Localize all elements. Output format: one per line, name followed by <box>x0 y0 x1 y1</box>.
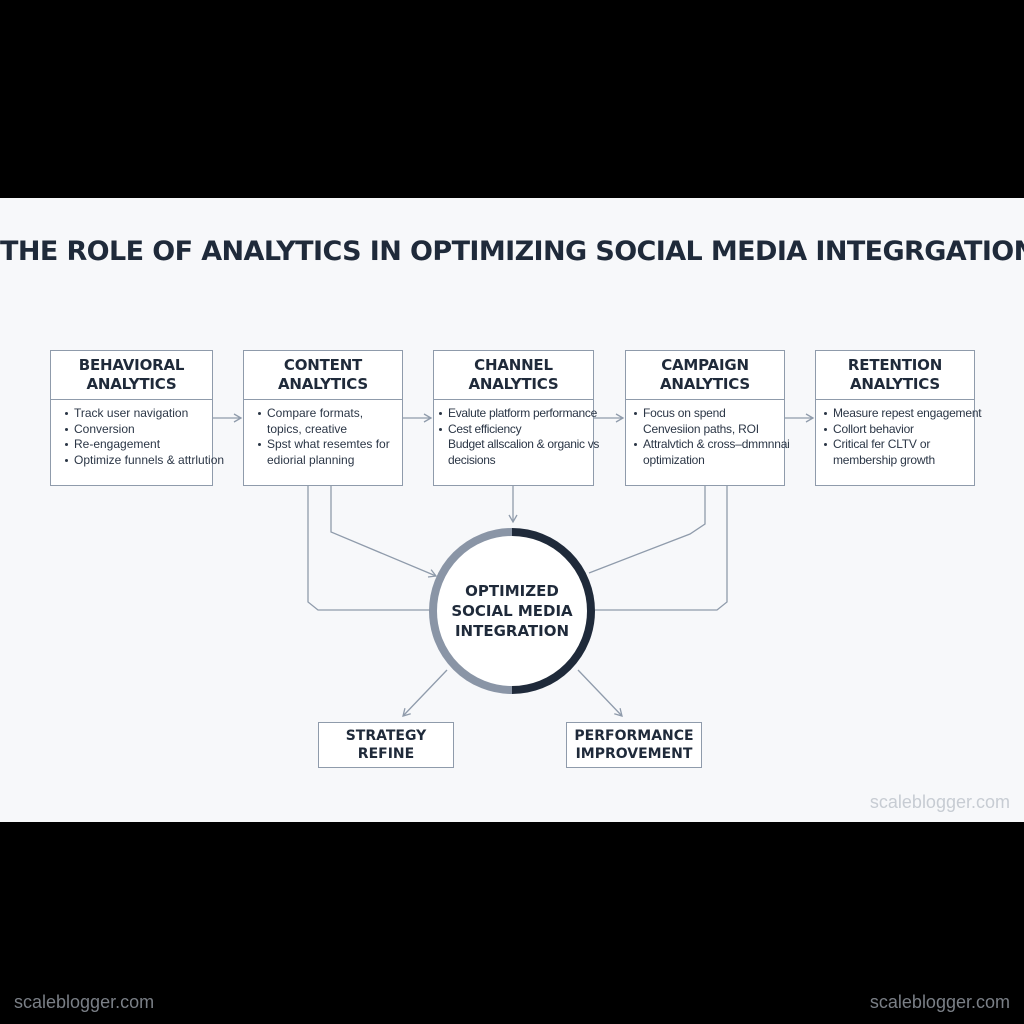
output-label-line: STRATEGY <box>345 728 427 744</box>
list-item: Cenvesiion paths, ROI <box>643 421 759 436</box>
box-heading-line: ANALYTICS <box>468 375 559 393</box>
box-list: Track user navigation Conversion Re-enga… <box>51 400 224 469</box>
output-label-line: IMPROVEMENT <box>575 746 693 762</box>
box-heading: CHANNEL ANALYTICS <box>434 351 593 400</box>
list-item: Optimize funnels & attrlution <box>65 453 224 469</box>
box-heading: RETENTION ANALYTICS <box>816 351 974 400</box>
hub-label: OPTIMIZED SOCIAL MEDIA INTEGRATION <box>429 528 595 694</box>
box-heading: BEHAVIORAL ANALYTICS <box>51 351 212 400</box>
hub-label-line: INTEGRATION <box>454 622 570 640</box>
output-label-line: PERFORMANCE <box>574 728 694 744</box>
campaign-analytics-box: CAMPAIGN ANALYTICS Focus on spend Cenves… <box>625 350 790 486</box>
arrow-hub-to-strategy <box>402 669 448 717</box>
connector-campaign-outer <box>595 486 728 611</box>
box-heading-line: BEHAVIORAL <box>78 356 185 374</box>
list-item: Critical fer CLTV or <box>824 437 970 453</box>
retention-analytics-box: RETENTION ANALYTICS Measure repest engag… <box>815 350 982 486</box>
channel-analytics-box: CHANNEL ANALYTICS Evalute platform perfo… <box>433 350 600 486</box>
list-item: Budget allscalion & organic vs <box>448 437 600 451</box>
arrow-hub-to-performance <box>577 669 623 717</box>
list-item: Compare formats, <box>258 406 398 422</box>
hub-label-line: SOCIAL MEDIA <box>451 602 573 620</box>
list-item: ediorial planning <box>267 452 355 467</box>
hub-ring-dark <box>511 528 595 694</box>
box-heading-line: ANALYTICS <box>278 375 368 393</box>
box-heading-line: ANALYTICS <box>86 375 177 393</box>
hub-ring-light <box>429 528 513 694</box>
hub-fill <box>433 532 591 690</box>
box-heading-line: ANALYTICS <box>660 375 750 393</box>
list-item: Attralvtich & cross–dmmnnai <box>634 437 790 453</box>
list-item: Focus on spend <box>634 406 780 422</box>
connector-content-outer <box>307 486 432 611</box>
behavioral-analytics-box: BEHAVIORAL ANALYTICS Track user navigati… <box>50 350 224 486</box>
box-heading-line: RETENTION <box>847 356 943 374</box>
list-item: topics, creative <box>267 421 348 436</box>
list-item: decisions <box>448 452 496 467</box>
list-item: optimization <box>643 452 705 467</box>
list-item: Evalute platform performance <box>439 406 597 422</box>
output-label-line: REFINE <box>357 746 415 762</box>
box-heading-line: CHANNEL <box>474 356 553 374</box>
diagram-canvas: THE ROLE OF ANALYTICS IN OPTIMIZING SOCI… <box>0 198 1024 822</box>
diagram-title: THE ROLE OF ANALYTICS IN OPTIMIZING SOCI… <box>0 236 1024 267</box>
strategy-refine-box: STRATEGY REFINE <box>318 722 454 768</box>
list-item: Spst what resemtes for <box>258 437 398 453</box>
hub-label-line: OPTIMIZED <box>465 582 559 600</box>
box-list: Evalute platform performance Cest effici… <box>434 400 600 468</box>
box-heading-line: ANALYTICS <box>850 375 940 393</box>
watermark: scaleblogger.com <box>14 992 155 1012</box>
watermark: scaleblogger.com <box>869 792 1010 812</box>
connector-lines <box>213 413 815 717</box>
box-heading: CAMPAIGN ANALYTICS <box>626 351 784 400</box>
box-list: Compare formats, topics, creative Spst w… <box>244 400 402 468</box>
list-item: Cest efficiency <box>439 422 589 438</box>
list-item: Re-engagement <box>65 437 208 453</box>
list-item: Measure repest engagement <box>824 406 982 422</box>
box-heading-line: CAMPAIGN <box>661 356 749 374</box>
list-item: Track user navigation <box>65 406 208 422</box>
list-item: Conversion <box>65 422 208 438</box>
box-heading: CONTENT ANALYTICS <box>244 351 402 400</box>
content-analytics-box: CONTENT ANALYTICS Compare formats, topic… <box>243 350 403 486</box>
performance-improvement-box: PERFORMANCE IMPROVEMENT <box>566 722 702 768</box>
watermark: scaleblogger.com <box>869 992 1010 1012</box>
list-item: membership growth <box>833 452 935 467</box>
box-list: Measure repest engagement Collort behavi… <box>816 400 982 468</box>
list-item: Collort behavior <box>824 422 970 438</box>
connector-campaign-inner <box>588 486 706 574</box>
box-heading-line: CONTENT <box>283 356 363 374</box>
box-list: Focus on spend Cenvesiion paths, ROI Att… <box>626 400 790 468</box>
connector-content-inner <box>330 486 438 578</box>
